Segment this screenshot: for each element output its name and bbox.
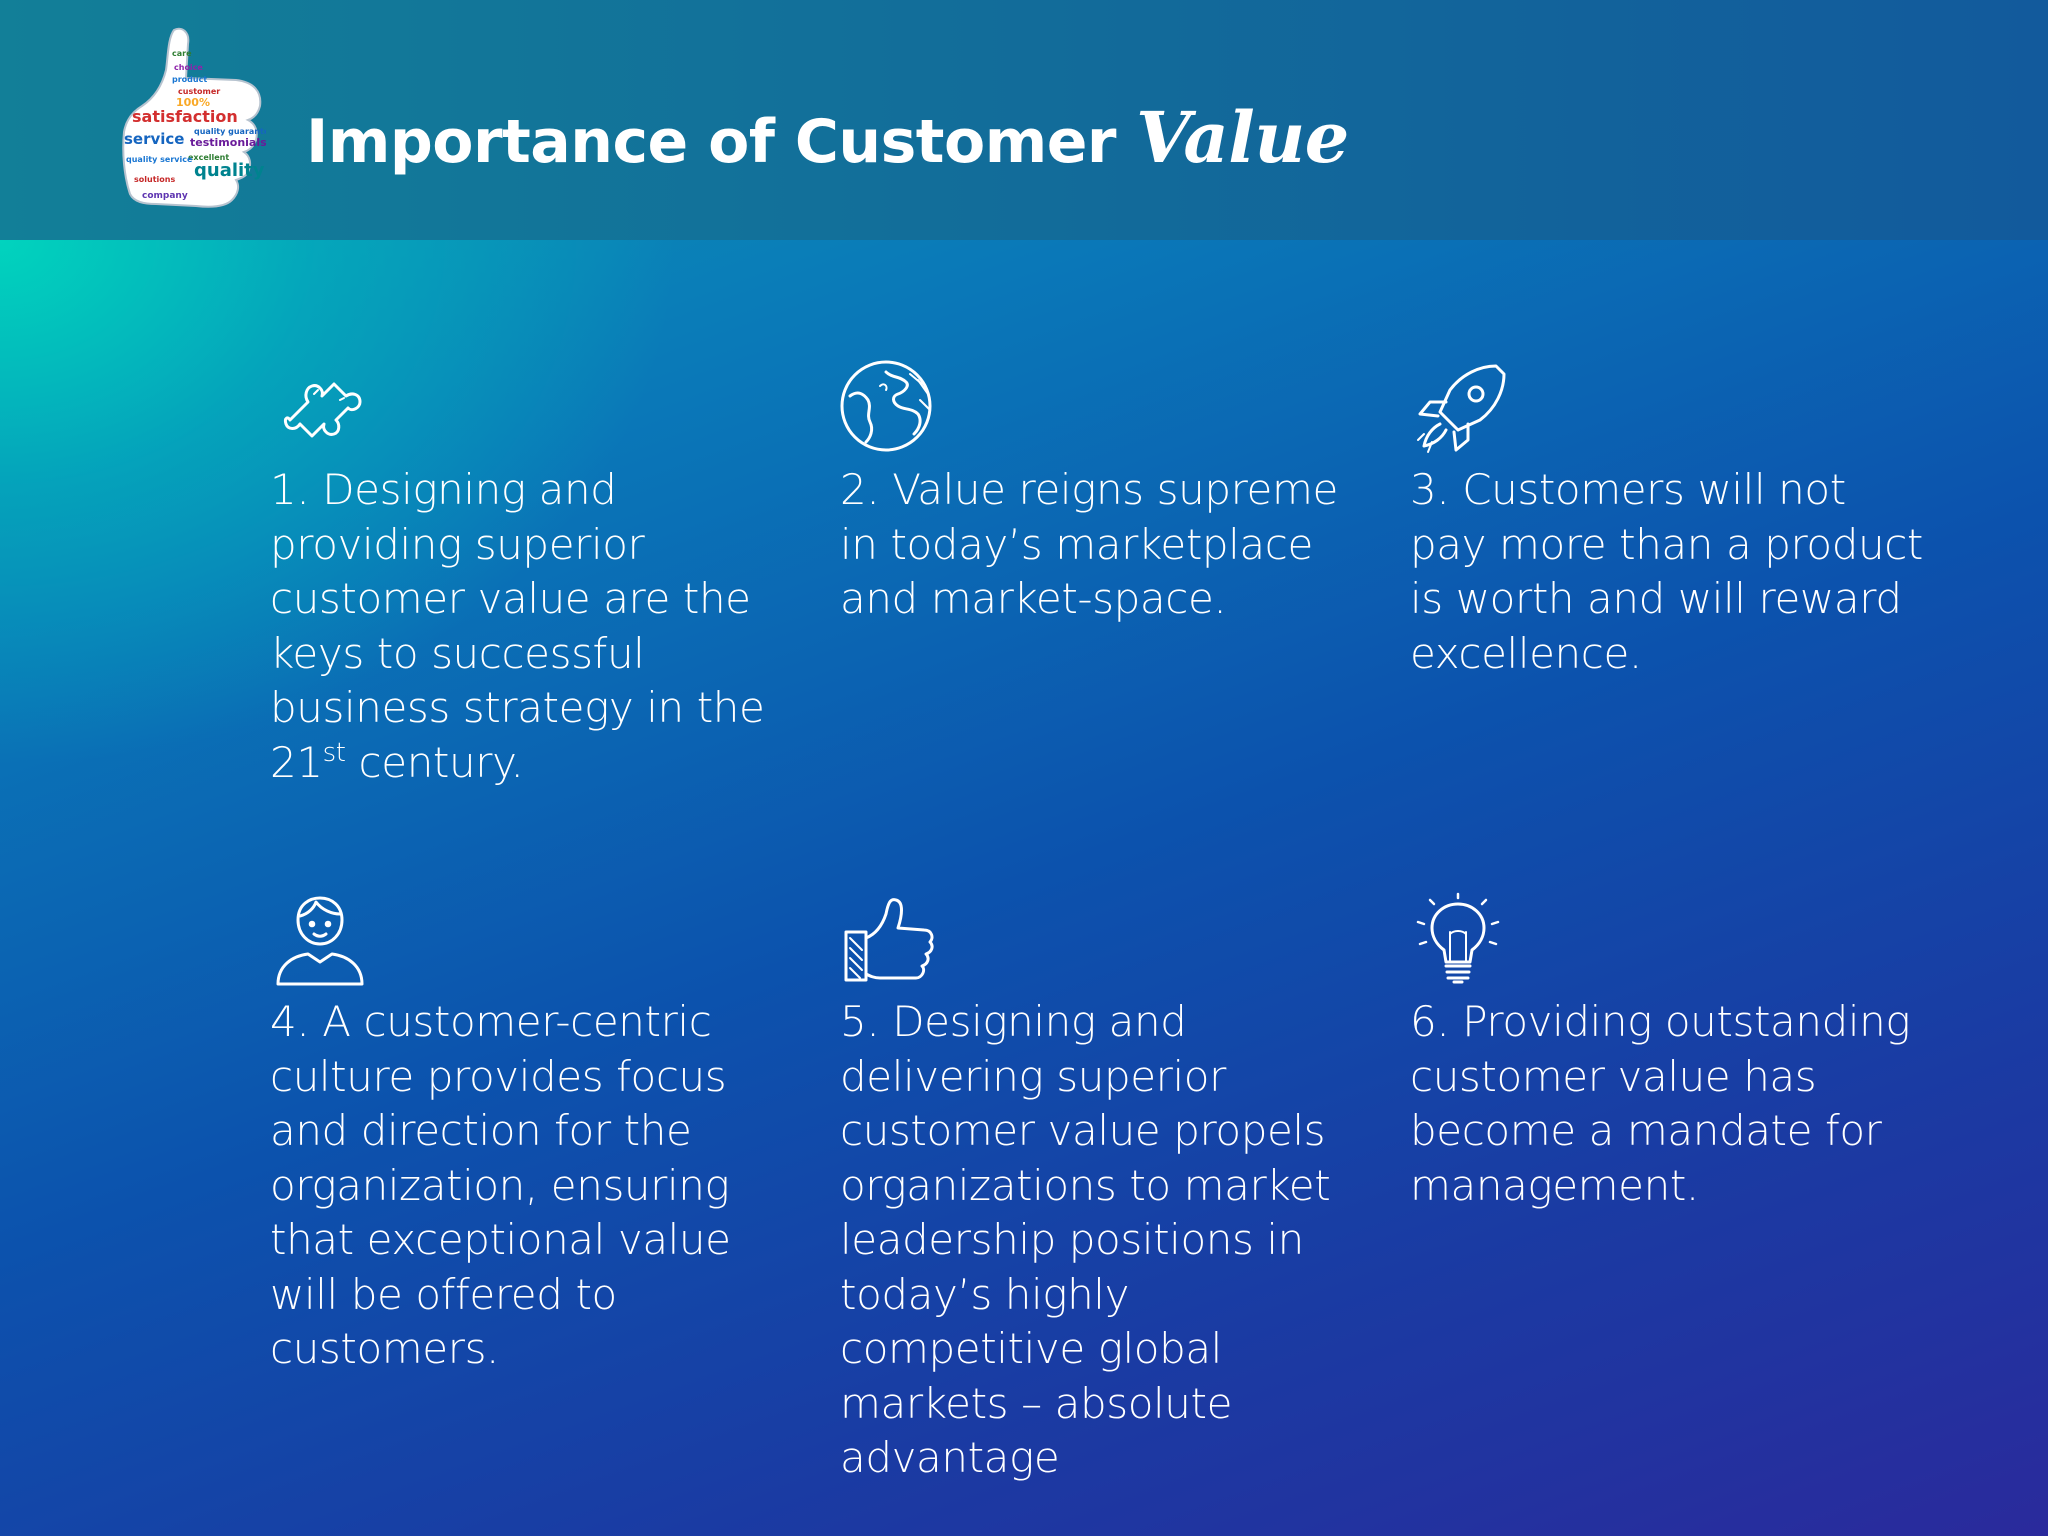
svg-text:100%: 100%	[176, 96, 210, 109]
thumbs-up-word-cloud-icon: care choice product customer 100% satisf…	[122, 27, 266, 208]
value-point-6: 6. Providing outstanding customer value …	[1410, 892, 1930, 1213]
svg-text:quality guarantee: quality guarantee	[194, 127, 266, 136]
rocket-icon	[1417, 364, 1506, 453]
light-bulb-icon	[1416, 892, 1500, 984]
value-point-text: 6. Providing outstanding customer value …	[1410, 997, 1911, 1210]
svg-text:service: service	[124, 130, 184, 148]
svg-text:quality service: quality service	[126, 155, 193, 164]
svg-text:excellent: excellent	[188, 153, 229, 162]
svg-text:company: company	[142, 191, 188, 201]
svg-text:satisfaction: satisfaction	[132, 107, 238, 126]
header-bar: care choice product customer 100% satisf…	[0, 0, 2048, 240]
svg-text:testimonials: testimonials	[190, 136, 266, 149]
svg-text:quality: quality	[194, 160, 265, 181]
value-point-text: 2. Value reigns supreme in today’s marke…	[840, 465, 1338, 623]
superscript: st	[322, 737, 346, 768]
svg-text:solutions: solutions	[134, 175, 175, 184]
value-point-text: 5. Designing and delivering superior cus…	[840, 997, 1331, 1482]
svg-text:choice: choice	[174, 63, 203, 72]
value-point-4: 4. A customer-centric culture provides f…	[270, 892, 790, 1377]
text-part: 1. Designing and providing superior cust…	[270, 465, 765, 787]
svg-text:product: product	[172, 75, 207, 84]
svg-text:customer: customer	[178, 87, 220, 96]
page-title: Importance of Customer Value	[306, 96, 1349, 184]
puzzle-piece-icon	[284, 382, 362, 438]
svg-text:care: care	[172, 49, 192, 58]
title-accent: Value	[1136, 96, 1349, 179]
value-point-2: 2. Value reigns supreme in today’s marke…	[840, 360, 1360, 627]
person-icon	[276, 896, 364, 986]
value-point-text: 3. Customers will not pay more than a pr…	[1410, 465, 1923, 678]
value-point-text: 1. Designing and providing superior cust…	[270, 463, 790, 790]
value-point-3: 3. Customers will not pay more than a pr…	[1410, 360, 1930, 681]
value-point-5: 5. Designing and delivering superior cus…	[840, 892, 1360, 1486]
value-point-text: 4. A customer-centric culture provides f…	[270, 997, 731, 1373]
thumbs-up-icon	[844, 898, 934, 982]
globe-icon	[840, 360, 932, 452]
text-part-end: century.	[345, 737, 524, 787]
title-main: Importance of Customer	[306, 107, 1117, 177]
value-point-1: 1. Designing and providing superior cust…	[270, 360, 790, 790]
